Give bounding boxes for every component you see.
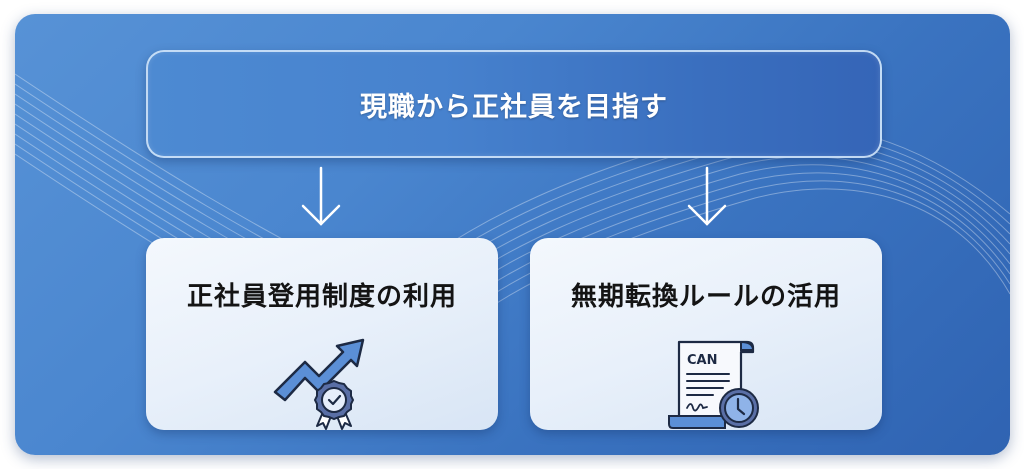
contract-clock-icon: CAN	[668, 340, 759, 429]
goal-title: 現職から正社員を目指す	[360, 91, 668, 123]
option-title: 無期転換ルールの活用	[570, 282, 841, 312]
arrow-down-icon	[687, 166, 727, 226]
goal-box: 現職から正社員を目指す	[146, 50, 882, 158]
option-card-indefinite-conversion: 無期転換ルールの活用 CAN	[530, 238, 882, 430]
diagram-panel: 現職から正社員を目指す 正社員登用制度の利用 無期転換ルールの活用	[15, 14, 1010, 455]
arrow-down-icon	[301, 166, 341, 226]
option-card-regular-employment: 正社員登用制度の利用	[146, 238, 498, 430]
document-label: CAN	[687, 353, 717, 368]
decorative-wave-lines	[15, 73, 1010, 385]
trend-up-award-icon	[273, 338, 365, 430]
option-title: 正社員登用制度の利用	[186, 282, 457, 312]
